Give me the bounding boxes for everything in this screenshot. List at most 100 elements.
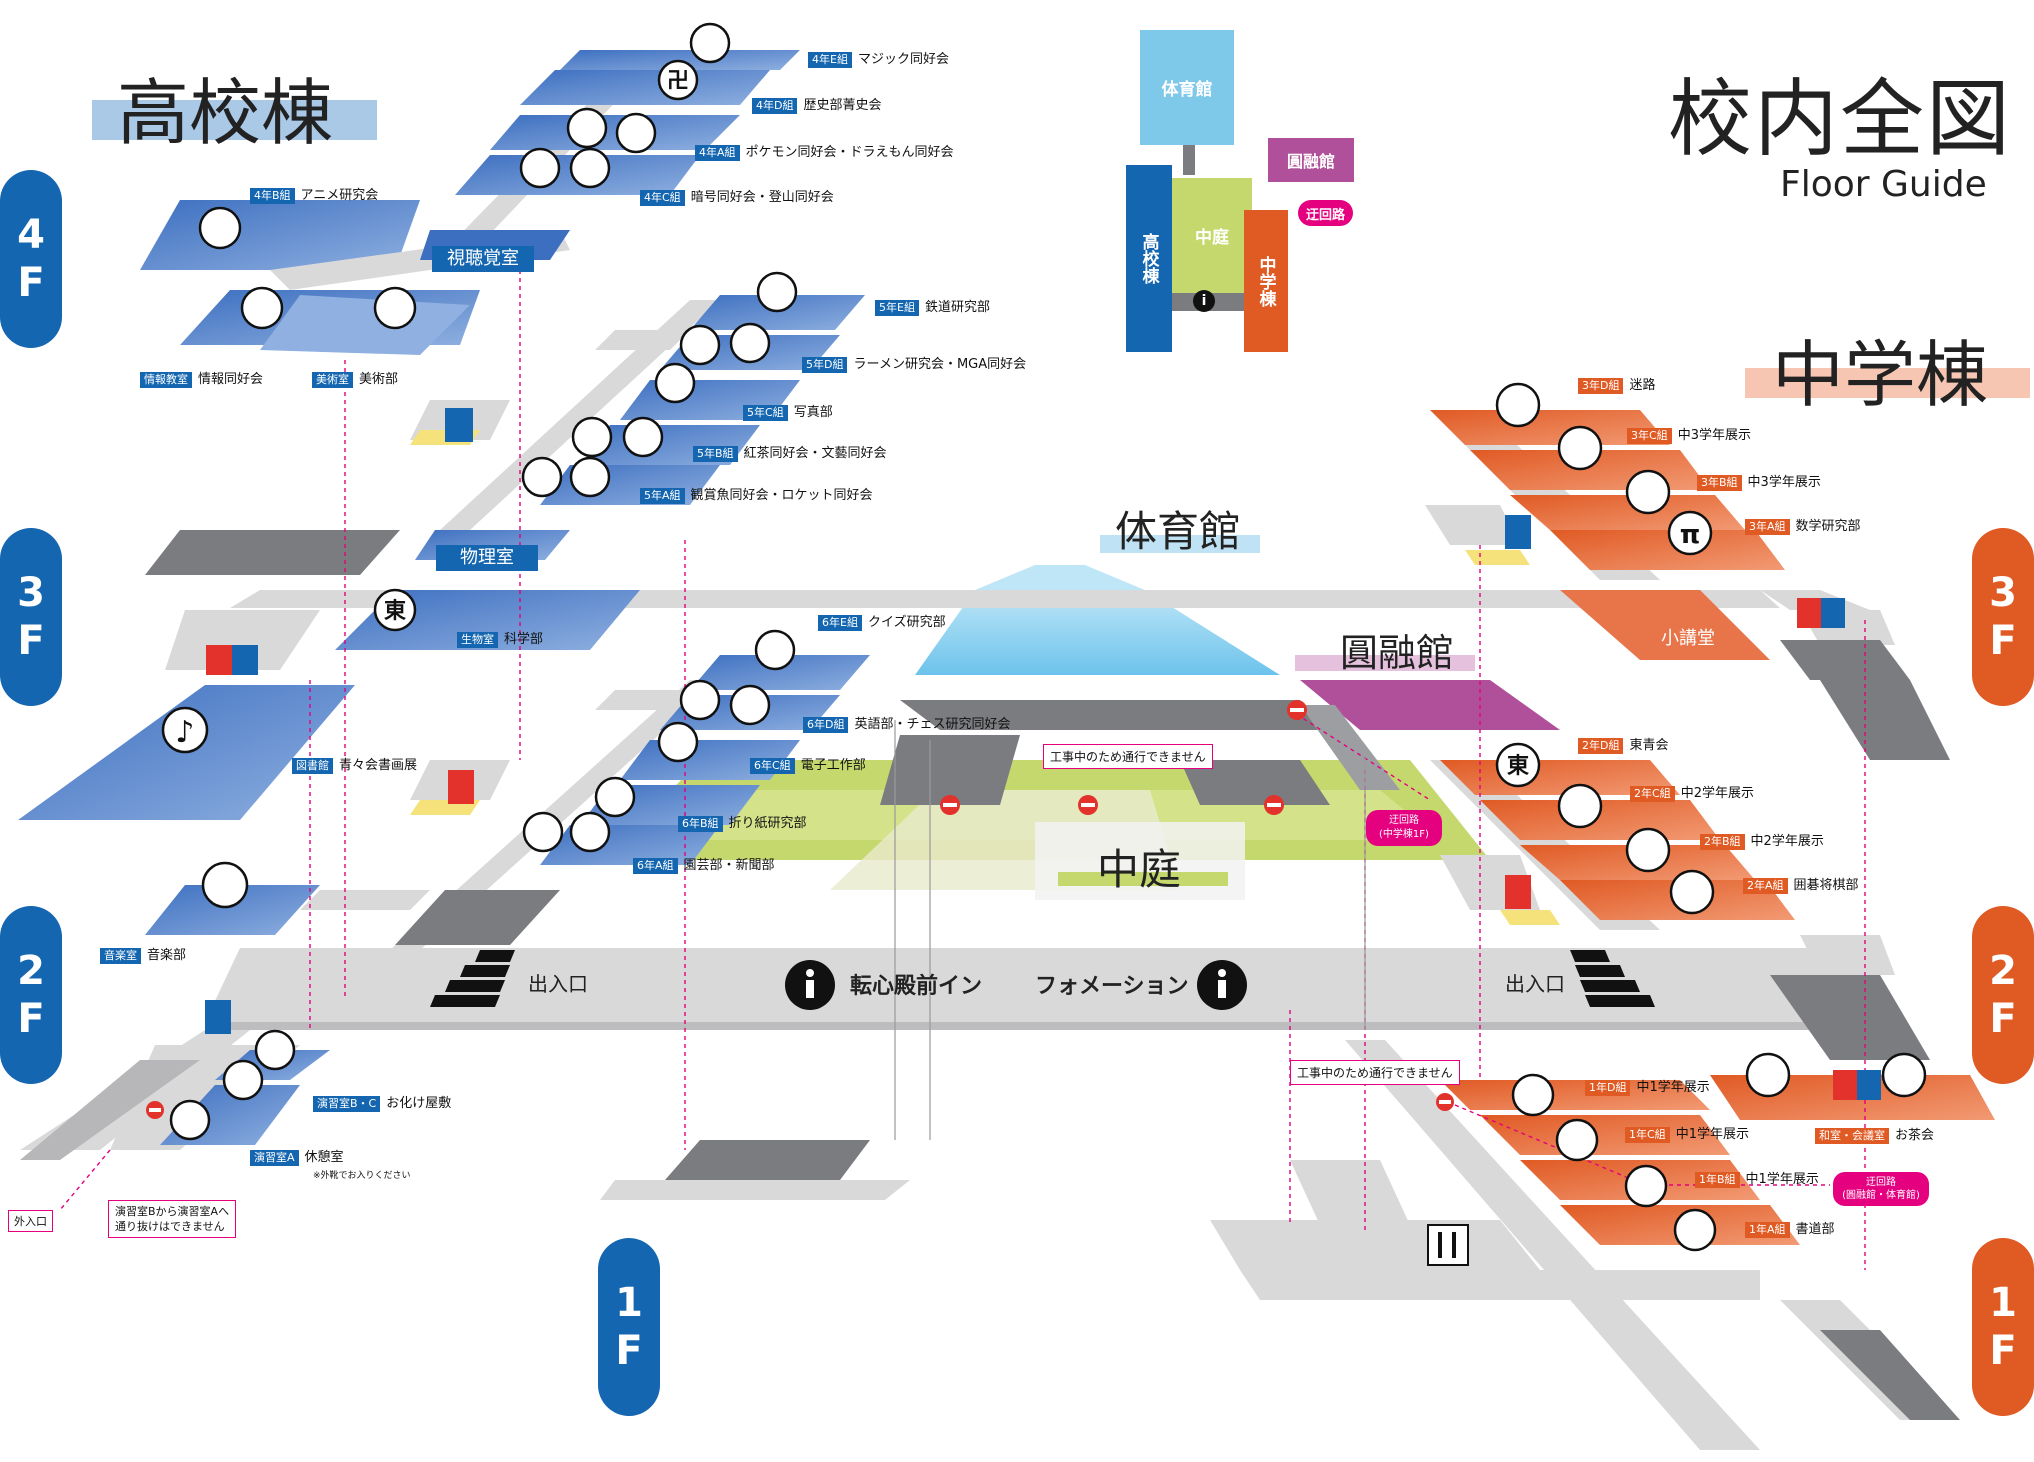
restaurant-icon xyxy=(1427,1224,1469,1266)
room-name: マジック同好会 xyxy=(857,52,949,67)
room-label: 5年B組紅茶同好会・文藝同好会 xyxy=(693,446,887,462)
room-label: 2年C組中2学年展示 xyxy=(1630,786,1754,802)
room-name: 休憩室 xyxy=(304,1150,344,1165)
room-tag: 6年C組 xyxy=(750,758,795,774)
room-tag: 2年A組 xyxy=(1743,878,1788,894)
room-tag: 6年D組 xyxy=(803,717,849,733)
floor-number: 2 xyxy=(1989,948,2017,994)
floor-number: 3 xyxy=(1989,570,2017,616)
detour-ms-line2: (中学棟1F) xyxy=(1379,829,1429,840)
room-tag: 6年A組 xyxy=(633,858,678,874)
room-label: 2年A組囲碁将棋部 xyxy=(1743,878,1859,894)
room-tag: 図書館 xyxy=(292,758,333,774)
small-hall-label: 小講堂 xyxy=(1661,628,1715,649)
middle-school-label: 中学棟 xyxy=(1772,333,1989,417)
room-name: 迷路 xyxy=(1629,378,1656,393)
room-tag: 5年E組 xyxy=(875,300,919,316)
svg-text:♪: ♪ xyxy=(175,715,194,750)
room-name: 美術部 xyxy=(359,372,399,387)
floor-number: 2 xyxy=(17,948,45,994)
courtyard-label-bar xyxy=(1058,872,1228,886)
room-name: お茶会 xyxy=(1895,1128,1935,1143)
floor-letter: F xyxy=(615,1328,643,1374)
room-name: 中1学年展示 xyxy=(1675,1127,1749,1142)
gray-guide-lines xyxy=(894,720,1366,1140)
room-label: 4年A組ポケモン同好会・ドラえもん同好会 xyxy=(695,145,954,161)
room-tag: 3年B組 xyxy=(1697,475,1742,491)
room-name: 観賞魚同好会・ロケット同好会 xyxy=(690,488,873,503)
floor-letter: F xyxy=(1989,618,2017,664)
courtyard-label: 中庭 xyxy=(1097,845,1182,894)
overview-courtyard: 中庭 xyxy=(1172,178,1252,293)
no-shoes-note: ※外靴でお入りください xyxy=(313,1171,411,1181)
room-label: 5年A組観賞魚同好会・ロケット同好会 xyxy=(640,488,873,504)
room-name: 暗号同好会・登山同好会 xyxy=(690,190,834,205)
floor-number: 4 xyxy=(17,212,45,258)
room-tag: 3年A組 xyxy=(1745,519,1790,535)
info-right-label: フォメーション xyxy=(1035,974,1189,999)
entrance-right-label: 出入口 xyxy=(1505,972,1565,996)
detour-gym-badge: 迂回路 (圓融館・体育館) xyxy=(1833,1172,1929,1206)
room-name: 数学研究部 xyxy=(1795,519,1861,534)
room-tag: 1年A組 xyxy=(1745,1222,1790,1238)
room-tag: 5年D組 xyxy=(802,357,848,373)
room-label: 6年D組英語部・チェス研究同好会 xyxy=(803,717,1010,733)
room-label: 1年C組中1学年展示 xyxy=(1625,1127,1749,1143)
room-label: 音楽室音楽部 xyxy=(100,948,186,964)
room-tag: 5年B組 xyxy=(693,446,738,462)
pink-guide-lines xyxy=(59,270,1866,1270)
room-name: 紅茶同好会・文藝同好会 xyxy=(743,446,887,461)
room-name: 写真部 xyxy=(793,405,833,420)
room-name: 園芸部・新聞部 xyxy=(683,858,775,873)
entrance-stairs-right xyxy=(1570,950,1655,1007)
room-label: 1年D組中1学年展示 xyxy=(1585,1080,1710,1096)
room-tag: 6年B組 xyxy=(678,816,723,832)
enshu-note: 演習室Bから演習室Aへ 通り抜けはできません xyxy=(108,1200,237,1238)
central-blocks xyxy=(880,700,1400,805)
room-tag: 4年B組 xyxy=(250,188,295,204)
room-name: 中3学年展示 xyxy=(1747,475,1821,490)
room-name: 書道部 xyxy=(1795,1222,1835,1237)
overview-info-icon: i xyxy=(1193,290,1215,312)
room-label: 図書館青々会書画展 xyxy=(292,758,417,774)
enshu-note-line2: 通り抜けはできません xyxy=(115,1220,225,1233)
room-icon-symbols: 卍 ♪ π 東 東 xyxy=(175,69,1700,779)
room-label: 6年A組園芸部・新聞部 xyxy=(633,858,775,874)
room-name: クイズ研究部 xyxy=(867,615,946,630)
middle-school-3f xyxy=(1425,410,1950,760)
floor-letter: F xyxy=(17,618,45,664)
room-label: 1年B組中1学年展示 xyxy=(1695,1172,1819,1188)
room-name: 青々会書画展 xyxy=(339,758,418,773)
enshu-note-line1: 演習室Bから演習室Aへ xyxy=(115,1205,230,1218)
floor-number: 1 xyxy=(615,1280,643,1326)
overview-connector xyxy=(1183,145,1195,175)
main-corridor-2f xyxy=(205,948,1860,1030)
room-tag: 3年C組 xyxy=(1627,428,1672,444)
room-tag: 6年E組 xyxy=(818,615,862,631)
room-tag: 演習室B・C xyxy=(313,1096,381,1112)
svg-text:東: 東 xyxy=(1507,754,1529,779)
room-label: 3年D組迷路 xyxy=(1578,378,1655,394)
enyukan-building xyxy=(1300,680,1560,730)
room-name: ラーメン研究会・MGA同好会 xyxy=(853,357,1027,372)
room-tag: 1年B組 xyxy=(1695,1172,1740,1188)
room-tag: 情報教室 xyxy=(140,372,192,388)
room-label: 3年C組中3学年展示 xyxy=(1627,428,1751,444)
floor-letter: F xyxy=(1989,996,2017,1042)
physics-room-label: 物理室 xyxy=(436,545,538,571)
detour-ms-badge: 迂回路 (中学棟1F) xyxy=(1366,810,1442,846)
high-school-heading xyxy=(92,100,377,140)
room-name: 東青会 xyxy=(1629,738,1669,753)
room-name: ポケモン同好会・ドラえもん同好会 xyxy=(745,145,954,160)
room-name: 電子工作部 xyxy=(800,758,866,773)
room-name: 情報同好会 xyxy=(198,372,264,387)
room-name: 中2学年展示 xyxy=(1680,786,1754,801)
room-tag: 生物室 xyxy=(457,632,498,648)
overview-high: 高校棟 xyxy=(1126,165,1172,352)
